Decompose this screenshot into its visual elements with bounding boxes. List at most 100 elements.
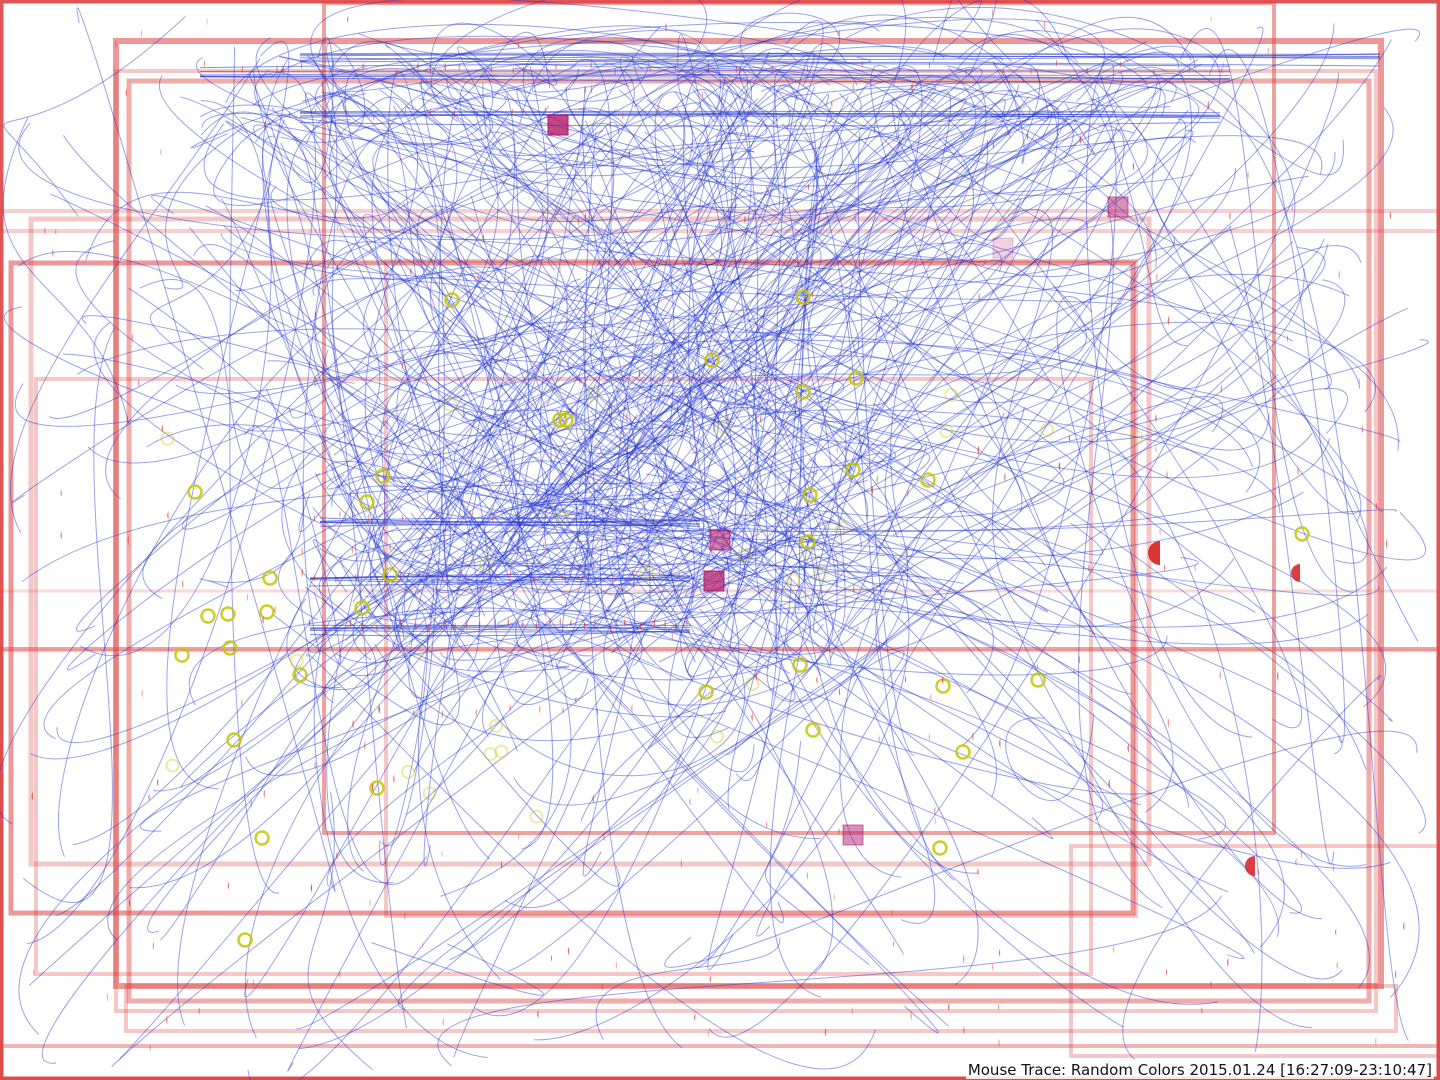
hover-ring-icon [745,677,760,692]
trace-line [703,90,1023,513]
hover-ring-icon [222,640,238,656]
click-marker-icon [977,867,979,876]
trace-line [395,562,803,666]
trace-line [105,102,701,500]
drag-marker-icon [703,570,725,592]
drag-marker-icon [1107,196,1129,218]
trace-line [345,147,755,641]
trace-line [160,150,755,941]
click-marker-icon [494,618,496,628]
trace-line [93,321,1156,795]
trace-line [1072,408,1263,1053]
click-marker-icon [1119,60,1121,69]
click-marker-icon [106,992,109,1002]
trace-line [146,424,773,526]
trace-line [459,75,668,486]
trace-line [804,521,979,874]
click-marker-icon [436,511,438,520]
click-marker-icon [314,760,316,771]
click-marker-icon [1335,928,1337,936]
trace-line [223,91,693,280]
hover-ring-icon [369,780,385,796]
trace-line [568,76,1100,244]
trace-line [1056,295,1367,867]
trace-line [265,387,342,665]
trace-line [369,380,517,644]
click-marker-icon [336,263,338,272]
trace-line [484,321,760,454]
trace-line [299,61,1381,67]
click-marker-icon [561,573,563,582]
trace-line [523,304,930,477]
click-marker-icon [128,898,130,907]
trace-line [956,30,1344,176]
trace-line [429,93,516,620]
trace-line [180,141,1114,788]
click-marker-icon [388,623,390,633]
click-marker-icon [465,620,468,630]
click-marker-icon [535,621,537,631]
trace-line [364,85,816,626]
trace-line [140,602,737,832]
trace-line [322,528,770,670]
click-marker-icon [544,106,546,115]
click-marker-icon [906,548,908,557]
trace-line [477,292,795,484]
click-marker-icon [441,849,443,858]
window-frame-rect [8,260,1136,916]
click-marker-icon [1210,15,1212,23]
click-marker-icon [454,519,456,529]
trace-line [29,130,1012,986]
trace-line [492,154,1256,954]
click-marker-icon [246,593,248,602]
trace-line [305,22,1150,144]
click-marker-icon [1194,563,1196,572]
trace-line [477,489,597,706]
hover-ring-icon [529,809,544,824]
click-marker-icon [1087,563,1090,573]
hover-ring-icon [226,732,242,748]
click-marker-icon [310,883,313,893]
trace-line [299,110,1221,114]
trace-line [309,624,691,630]
hover-ring-icon [834,521,849,536]
click-marker-icon [893,940,895,949]
click-marker-icon [1153,68,1155,77]
click-marker-icon [1222,61,1224,69]
click-marker-icon [512,66,514,75]
click-marker-icon [760,414,762,424]
click-marker-icon [1036,662,1038,670]
trace-line [595,937,781,1040]
trace-line [615,566,1388,642]
trace-line [330,465,445,616]
trace-line [287,94,830,1072]
hover-ring-icon [698,684,714,700]
click-marker-icon [1227,957,1229,968]
trace-line [309,624,691,631]
click-marker-icon [570,618,572,628]
click-marker-icon [476,110,478,119]
trace-line [56,485,593,743]
trace-line [397,54,494,144]
click-marker-icon [1389,211,1391,220]
trace-line [586,524,694,614]
click-marker-icon [744,214,746,225]
click-marker-icon [125,88,127,98]
trace-line [213,96,507,206]
trace-line [262,58,543,582]
trace-line [730,98,1006,574]
click-marker-icon [516,510,518,519]
trace-line [803,96,1058,587]
trace-line [715,132,1083,277]
trace-line [151,195,1313,479]
click-marker-icon [908,454,910,464]
click-marker-icon [614,67,616,76]
trace-line [479,85,937,617]
click-marker-icon [206,17,208,26]
hover-ring-icon [800,534,816,550]
trace-line [189,226,574,437]
trace-line [254,69,1401,443]
click-marker-icon [578,375,581,386]
trace-line [41,66,1168,1064]
click-marker-icon [665,22,667,32]
